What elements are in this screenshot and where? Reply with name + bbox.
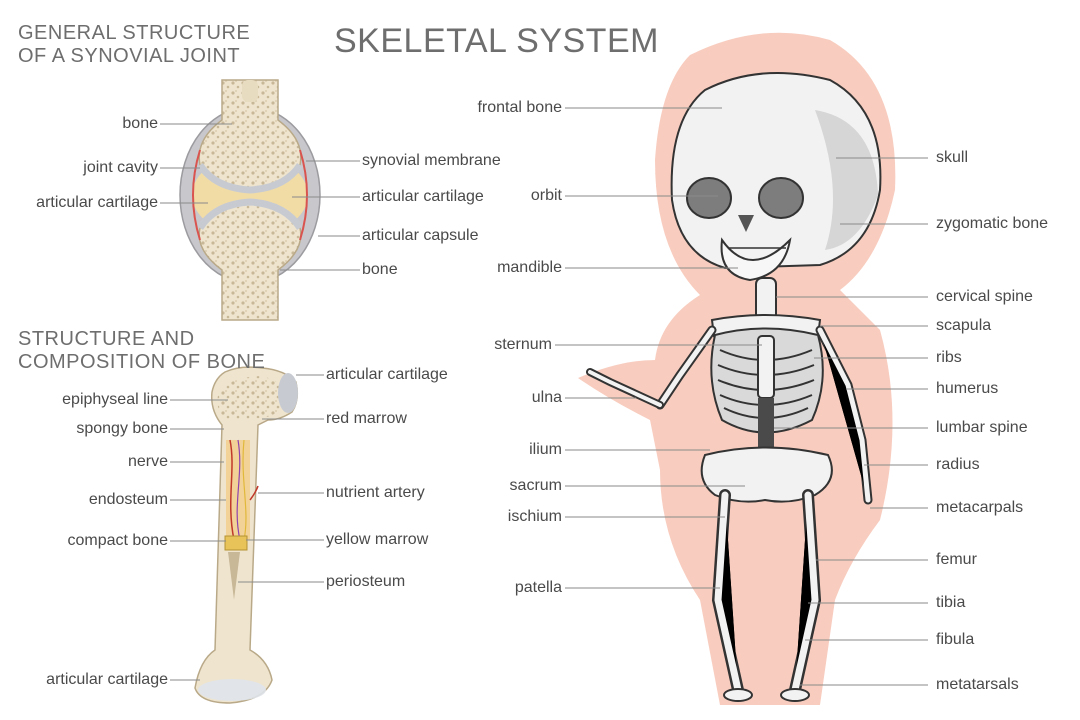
label-skull: skull <box>936 149 969 166</box>
marrow-canal-top-shape <box>242 80 258 102</box>
label-femur: femur <box>936 551 977 568</box>
label-joint-cavity: joint cavity <box>83 159 158 176</box>
long-bone-illustration <box>194 366 299 704</box>
label-sternum: sternum <box>494 336 552 353</box>
vein-shape <box>236 439 241 541</box>
left-leg-shape <box>714 491 742 694</box>
label-red-marrow: red marrow <box>326 410 407 427</box>
label-yellow-marrow: yellow marrow <box>326 531 429 548</box>
bottom-cartilage-shape <box>198 679 266 701</box>
label-periosteum: periosteum <box>326 573 406 590</box>
bone-title-line-1: STRUCTURE AND <box>18 328 195 350</box>
nasal-shape <box>738 215 754 232</box>
label-articular-cartilage-right: articular cartilage <box>362 188 484 205</box>
label-patella: patella <box>514 579 562 596</box>
label-ribs: ribs <box>936 349 962 366</box>
leader-lines <box>160 107 928 686</box>
right-orbit-shape <box>758 177 804 219</box>
lower-bone-shape <box>198 201 302 321</box>
left-foot-shape <box>723 688 753 702</box>
label-articular-cartilage-left: articular cartilage <box>36 194 158 211</box>
synovial-membrane-right-shape <box>299 149 308 241</box>
label-frontal-bone: frontal bone <box>477 99 562 116</box>
label-articular-capsule: articular capsule <box>362 227 479 244</box>
skeleton-illustration <box>578 32 896 705</box>
label-cervical-spine: cervical spine <box>936 288 1033 305</box>
upper-cartilage-shape <box>197 162 303 194</box>
label-ulna: ulna <box>531 389 562 406</box>
label-compact-bone: compact bone <box>67 532 168 549</box>
label-synovial-membrane: synovial membrane <box>362 152 501 169</box>
bone-title-line-2: COMPOSITION OF BONE <box>18 351 266 373</box>
label-mandible: mandible <box>497 259 562 276</box>
nerve-shape <box>242 439 247 541</box>
label-nutrient-artery: nutrient artery <box>326 484 425 501</box>
neck-shape <box>755 277 777 321</box>
label-metatarsals: metatarsals <box>936 676 1019 693</box>
label-ilium: ilium <box>529 441 562 458</box>
joint-section-title: GENERAL STRUCTURE OF A SYNOVIAL JOINT <box>18 22 250 68</box>
label-bone-top: bone <box>122 115 158 132</box>
joint-title-line-1: GENERAL STRUCTURE <box>18 22 251 44</box>
jaw-shape <box>720 237 792 282</box>
bone-section-title: STRUCTURE AND COMPOSITION OF BONE <box>18 328 265 374</box>
label-lumbar-spine: lumbar spine <box>936 419 1028 436</box>
compact-bone-shape <box>228 552 240 600</box>
synovial-joint-illustration <box>179 79 321 321</box>
label-spongy-bone: spongy bone <box>76 420 168 437</box>
nutrient-artery-shape <box>249 485 259 501</box>
skull-shadow-shape <box>815 110 878 250</box>
right-leg-shape <box>791 491 819 694</box>
label-epiphyseal-line: epiphyseal line <box>62 391 168 408</box>
label-metacarpals: metacarpals <box>936 499 1024 516</box>
label-nerve: nerve <box>127 453 168 470</box>
yellow-marrow-shape <box>224 535 248 551</box>
label-zygomatic-bone: zygomatic bone <box>936 215 1049 232</box>
label-orbit: orbit <box>530 187 562 204</box>
label-humerus: humerus <box>936 380 999 397</box>
label-bone-bottom: bone <box>362 261 398 278</box>
top-cartilage-shape <box>278 373 298 413</box>
label-ischium: ischium <box>507 508 562 525</box>
label-articular-cartilage-top: articular cartilage <box>326 366 448 383</box>
spongy-bone-shape <box>217 376 288 420</box>
label-scapula: scapula <box>936 317 992 334</box>
label-fibula: fibula <box>936 631 975 648</box>
label-endosteum: endosteum <box>88 491 168 508</box>
label-radius: radius <box>936 456 980 473</box>
joint-title-line-2: OF A SYNOVIAL JOINT <box>18 45 241 67</box>
left-forearm-shape <box>588 370 662 407</box>
label-sacrum: sacrum <box>509 477 562 494</box>
synovial-membrane-left-shape <box>192 149 201 241</box>
lower-cartilage-shape <box>197 198 303 230</box>
main-title: SKELETAL SYSTEM <box>334 22 659 60</box>
left-orbit-shape <box>686 177 732 219</box>
label-tibia: tibia <box>936 594 966 611</box>
artery-shape <box>229 439 235 541</box>
label-articular-cartilage-bottom: articular cartilage <box>46 671 168 688</box>
right-foot-shape <box>780 688 810 702</box>
